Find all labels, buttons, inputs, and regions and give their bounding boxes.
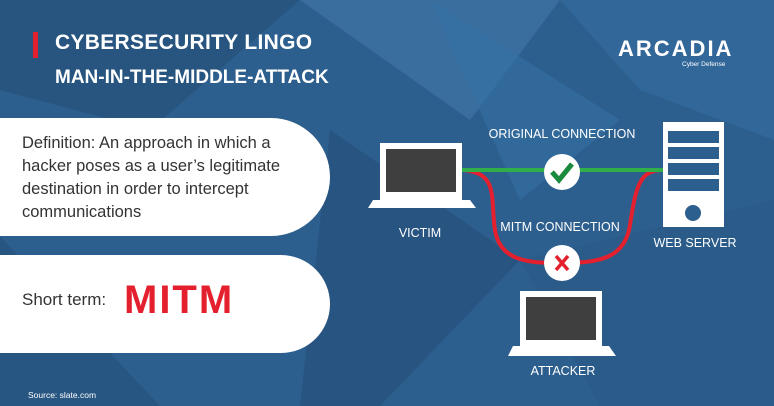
page-title: CYBERSECURITY LINGO [55,31,313,54]
attacker-laptop-icon [508,291,616,356]
web-server-icon [663,122,724,227]
title-accent-bar [33,32,38,58]
definition-card: Definition: An approach in which a hacke… [0,118,330,236]
victim-label: VICTIM [398,226,442,240]
source-note: Source: slate.com [28,390,97,400]
definition-text: Definition: An approach in which a hacke… [22,134,281,221]
short-term-card [0,255,330,353]
x-icon [544,245,580,281]
web-server-label: WEB SERVER [653,236,737,250]
short-term-label: Short term: [22,290,107,309]
short-term-value: MITM [124,278,235,322]
arcadia-logo: ARCADIA [618,36,734,61]
mitm-connection-label: MITM CONNECTION [500,220,620,234]
check-icon [544,154,580,190]
victim-laptop-icon [368,143,476,208]
original-connection-label: ORIGINAL CONNECTION [488,127,636,141]
logo-tagline: Cyber Defense [682,61,726,68]
page-subtitle: MAN-IN-THE-MIDDLE-ATTACK [55,67,329,88]
attacker-label: ATTACKER [530,364,596,378]
